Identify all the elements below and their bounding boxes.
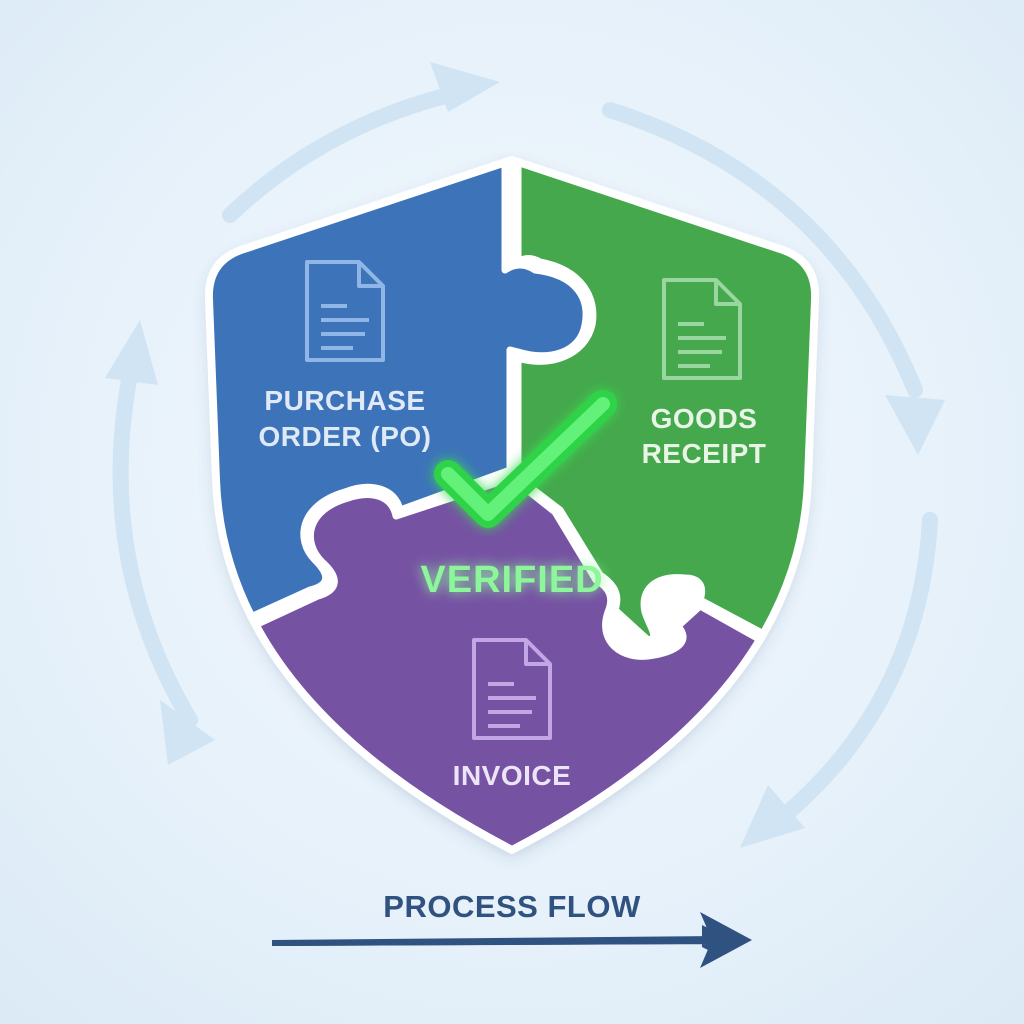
goods-receipt-label-line2: RECEIPT	[642, 438, 767, 469]
puzzle-piece-purchase-order	[208, 160, 590, 654]
invoice-label: INVOICE	[453, 760, 572, 791]
arrow-right-icon	[700, 912, 752, 968]
document-icon	[662, 278, 742, 380]
process-flow-arrow	[272, 912, 752, 968]
shield-outline	[204, 156, 820, 854]
cycle-arrowheads	[105, 62, 945, 848]
goods-receipt-label-line1: GOODS	[651, 403, 758, 434]
arrowhead-icon	[885, 395, 945, 455]
cycle-arc-left	[112, 367, 198, 728]
arrowhead-icon	[105, 320, 158, 385]
process-flow-label: PROCESS FLOW	[383, 889, 641, 924]
cycle-arc-right	[602, 102, 923, 398]
document-icon	[472, 638, 552, 740]
puzzle-piece-goods-receipt	[514, 160, 816, 664]
document-icon	[305, 260, 385, 362]
arrowhead-icon	[740, 785, 805, 848]
cycle-arrows	[112, 82, 938, 823]
purchase-order-label-line1: PURCHASE	[264, 385, 425, 416]
cycle-arc-top	[222, 82, 478, 223]
arrowhead-icon	[160, 700, 215, 765]
purchase-order-label-line2: ORDER (PO)	[259, 421, 432, 452]
cycle-arc-bottom-right	[777, 512, 938, 823]
arrowhead-icon	[430, 62, 500, 112]
verified-label: VERIFIED	[420, 559, 603, 601]
checkmark-icon	[434, 390, 617, 528]
